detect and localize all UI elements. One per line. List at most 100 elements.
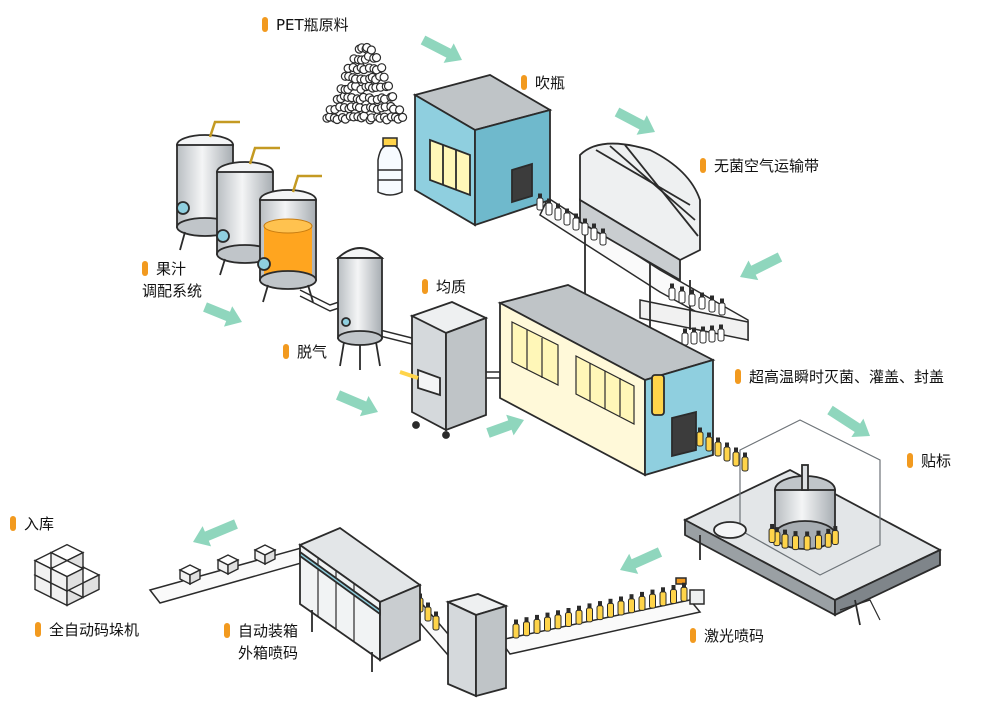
bottle — [512, 619, 520, 639]
bottle — [533, 614, 541, 634]
conveyor-bottles-lower — [416, 582, 688, 639]
bottle — [628, 594, 635, 614]
flow-arrow — [614, 107, 655, 135]
bottle — [599, 228, 607, 246]
flow-arrow — [203, 302, 242, 327]
bottle — [536, 193, 544, 211]
bottle — [831, 526, 839, 546]
flow-arrow — [827, 405, 870, 437]
bottle — [705, 432, 713, 452]
label-case-packer: 自动装箱外箱喷码 — [224, 620, 298, 664]
labeling-machine — [683, 419, 942, 626]
bottle — [575, 605, 583, 625]
conveyor-bottles-upper — [536, 193, 726, 346]
pellet — [377, 63, 387, 73]
bottle — [723, 442, 731, 462]
labeling-bottles — [768, 523, 839, 551]
juice-tank-3 — [257, 174, 322, 303]
marker — [142, 261, 148, 276]
bottle — [768, 523, 776, 543]
bottle — [708, 325, 716, 343]
marker — [262, 17, 268, 32]
bottle — [698, 292, 706, 310]
marker — [422, 279, 428, 294]
bottle — [696, 427, 704, 447]
pet-bottle — [377, 137, 403, 196]
bottle — [699, 326, 707, 344]
pellet — [371, 52, 382, 63]
laser-coder — [675, 577, 705, 605]
uht-filling-capping-machine — [497, 284, 716, 477]
marker — [690, 628, 696, 643]
label-labeling: 贴标 — [907, 450, 951, 472]
flow-arrow — [740, 252, 783, 281]
pet-pellets — [322, 42, 408, 125]
marker — [521, 75, 527, 90]
pellet — [388, 91, 398, 102]
bottle — [690, 327, 698, 345]
bottle — [714, 437, 722, 457]
marker — [700, 158, 706, 173]
bottle — [424, 602, 432, 622]
flow-arrow — [620, 547, 663, 574]
bottle — [523, 617, 530, 637]
control-cabinet — [445, 593, 509, 698]
bottle — [659, 587, 667, 607]
pellet — [379, 72, 389, 82]
blow-molding-machine — [412, 74, 553, 227]
label-warehouse: 入库 — [10, 513, 54, 535]
bottle — [708, 295, 716, 313]
cartons-conveyor — [178, 544, 277, 586]
bottle — [681, 328, 689, 346]
marker — [224, 623, 230, 638]
label-palletizer: 全自动码垛机 — [35, 619, 139, 641]
bottle — [678, 286, 686, 304]
label-laser: 激光喷码 — [690, 625, 764, 647]
bottle — [617, 596, 625, 616]
degassing-column — [335, 247, 385, 370]
carton — [178, 564, 202, 586]
bottle — [670, 585, 677, 604]
bottle — [581, 218, 589, 236]
conveyor-bottles-uht — [696, 427, 749, 472]
flow-arrows — [193, 35, 870, 574]
bottle — [563, 208, 571, 226]
pellet — [395, 105, 405, 115]
label-homogenize: 均质 — [422, 276, 466, 298]
bottle — [590, 223, 598, 241]
bottle — [781, 529, 789, 549]
bottle — [824, 528, 832, 548]
bottle — [638, 591, 646, 611]
flow-arrow — [193, 519, 238, 547]
bottle — [803, 531, 811, 551]
carton — [253, 544, 277, 566]
carton — [216, 554, 240, 576]
marker — [735, 369, 741, 384]
bottle — [554, 203, 562, 221]
bottle — [815, 530, 823, 550]
label-degas: 脱气 — [283, 341, 327, 363]
bottle — [565, 608, 572, 627]
bottle — [572, 213, 580, 231]
pellet — [398, 112, 408, 123]
bottle — [792, 531, 800, 551]
bottle — [688, 289, 696, 307]
flow-arrow — [336, 390, 378, 417]
marker — [907, 453, 913, 468]
marker — [10, 516, 16, 531]
bottle — [554, 610, 562, 630]
flow-arrow — [420, 35, 462, 63]
flow-arrow — [486, 414, 524, 438]
label-juice-system: 果汁调配系统 — [142, 260, 203, 300]
sterile-air-tunnel — [579, 142, 701, 340]
pellet — [366, 45, 376, 55]
bottle — [668, 283, 676, 301]
bottle — [596, 601, 604, 621]
label-blow: 吹瓶 — [521, 72, 565, 94]
label-sterile-conveyor: 无菌空气运输带 — [700, 155, 819, 177]
bottle — [732, 447, 740, 467]
bottle — [586, 603, 593, 623]
pellet — [383, 81, 394, 91]
bottle — [545, 198, 553, 216]
